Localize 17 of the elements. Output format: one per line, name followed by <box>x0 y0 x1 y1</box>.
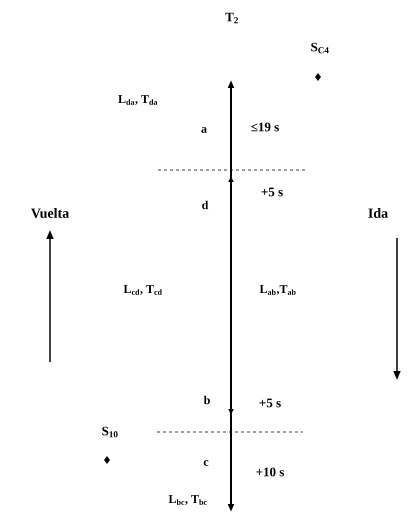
section-label: L$_{ab}$,T$_{ab}$ <box>260 285 296 295</box>
section-letter: b <box>204 396 210 404</box>
time-label: +5 s <box>260 398 281 408</box>
section-letter: d <box>202 200 208 210</box>
signal-label: S$_{C4}$ <box>311 42 329 54</box>
signal-label: S$_{10}$ <box>102 426 118 438</box>
section-letter: a <box>201 127 207 133</box>
direction-label: Ida <box>368 208 388 218</box>
section-label: L$_{bc}$, T$_{bc}$ <box>168 495 207 505</box>
section-label: L$_{cd}$, T$_{cd}$ <box>124 285 162 295</box>
track-label: T$_{2}$ <box>225 12 238 24</box>
time-label: ≤19 s <box>251 122 279 132</box>
direction-label: Vuelta <box>30 208 69 218</box>
time-label: +10 s <box>256 468 284 476</box>
section-letter: c <box>204 460 208 466</box>
section-label: L$_{da}$, T$_{da}$ <box>118 95 158 105</box>
time-label: +5 s <box>262 188 283 196</box>
